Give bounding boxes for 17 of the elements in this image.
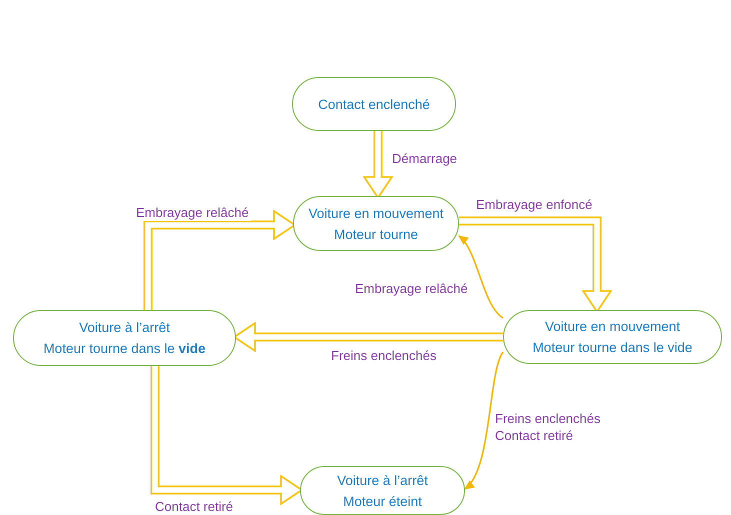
state-pill	[300, 466, 465, 515]
state-pill	[292, 77, 456, 131]
state-pill	[503, 310, 722, 364]
node-text: Moteur tourne dans le vide	[43, 340, 206, 358]
node-text: Voiture à l’arrêt	[79, 319, 170, 337]
node-text: Moteur éteint	[343, 492, 422, 510]
node-text: Moteur tourne	[334, 226, 418, 244]
edge-label: Démarrage	[390, 150, 460, 167]
state-pill	[293, 196, 459, 251]
edge-label: Embrayage relâché	[353, 280, 470, 297]
node-text: Voiture en mouvement	[544, 318, 680, 336]
node-text: Moteur tourne dans le vide	[532, 339, 692, 357]
node-text: Voiture en mouvement	[308, 204, 444, 222]
edge-label: Embrayage relâché	[134, 204, 251, 221]
node-text: Contact enclenché	[318, 96, 430, 114]
edge-label: Embrayage enfoncé	[474, 196, 594, 213]
node-text: Voiture à l’arrêt	[337, 472, 428, 490]
